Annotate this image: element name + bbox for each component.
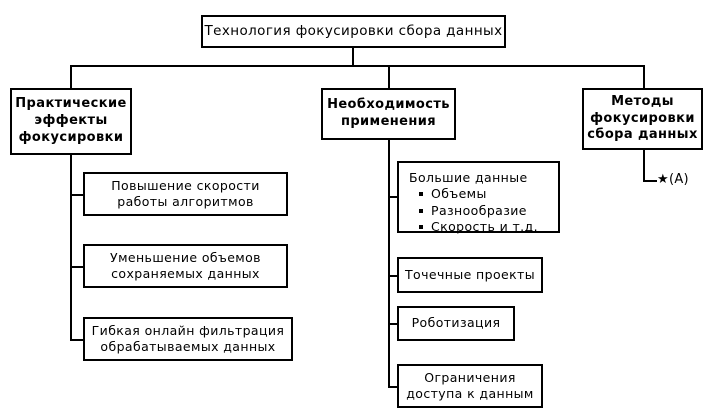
branch-box-practical-effects: Практические эффекты фокусировки [10,88,132,155]
branch-1-line-3: фокусировки [18,129,124,145]
leaf-speed-line-1: Повышение скорости [111,177,260,193]
leaf-big-data-bullets: Объемы Разнообразие Скорость и т.д. [409,186,538,236]
leaf-volume-line-2: сохраняемых данных [111,266,260,281]
bullet-velocity: Скорость и т.д. [409,219,538,236]
connector-spine-branch-1 [70,155,72,341]
connector-methods-elbow [643,180,657,182]
branch-2-line-1: Необходимость [327,97,450,113]
connector-drop-branch-1 [70,65,72,89]
connector-stub-2-3 [388,323,398,325]
branch-2-line-2: применения [340,114,437,129]
leaf-point-projects-line-1: Точечные проекты [405,266,535,282]
leaf-box-access-limits: Ограничения доступа к данным [397,364,543,408]
leaf-access-limits-line-1: Ограничения [424,369,516,385]
connector-stub-1-1 [70,194,84,196]
connector-root-stem [352,48,354,66]
connector-stub-1-3 [70,339,84,341]
branch-3-line-1: Методы [611,93,674,109]
branch-1-line-1: Практические [15,96,127,112]
connector-bus [70,65,645,67]
leaf-robotization-line-1: Роботизация [411,315,501,331]
leaf-box-point-projects: Точечные проекты [397,257,543,293]
leaf-access-limits-line-2: доступа к данным [406,386,534,401]
branch-3-line-3: сбора данных [587,127,698,143]
bullet-variety: Разнообразие [409,203,538,220]
bullet-volumes: Объемы [409,186,538,203]
connector-drop-branch-3 [643,65,645,89]
connector-methods-drop [643,150,645,182]
branch-1-line-2: эффекты [34,113,108,129]
connector-stub-1-2 [70,266,84,268]
connector-spine-branch-2 [388,140,390,388]
branch-3-line-2: фокусировки [590,110,695,126]
methods-annotation-star: ★(A) [657,172,689,187]
connector-stub-2-2 [388,275,398,277]
leaf-speed-line-2: работы алгоритмов [117,194,254,209]
root-title-line-1: Технология фокусировки сбора данных [204,22,503,39]
root-title-box: Технология фокусировки сбора данных [201,15,506,48]
leaf-volume-line-1: Уменьшение объемов [110,249,261,265]
leaf-box-robotization: Роботизация [397,306,515,341]
connector-stub-2-1 [388,196,398,198]
branch-box-methods: Методы фокусировки сбора данных [582,88,703,150]
connector-stub-2-4 [388,386,398,388]
leaf-filtering-line-1: Гибкая онлайн фильтрация [91,322,285,338]
leaf-box-speed: Повышение скорости работы алгоритмов [83,172,288,216]
leaf-box-big-data: Большие данные Объемы Разнообразие Скоро… [397,161,560,236]
leaf-box-volume: Уменьшение объемов сохраняемых данных [83,244,288,288]
branch-box-necessity: Необходимость применения [321,88,456,140]
leaf-filtering-line-2: обрабатываемых данных [100,339,276,354]
leaf-big-data-header: Большие данные [409,170,528,185]
connector-drop-branch-2 [388,65,390,89]
leaf-box-filtering: Гибкая онлайн фильтрация обрабатываемых … [83,317,293,361]
